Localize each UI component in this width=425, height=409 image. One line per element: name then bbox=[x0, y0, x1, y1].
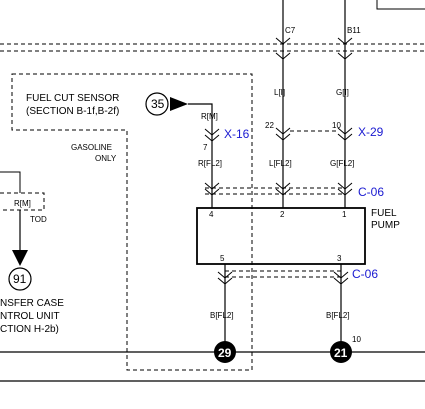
connector-c06-top-chevron-b1 bbox=[275, 182, 291, 190]
transfer-case-line1: NSFER CASE bbox=[0, 298, 64, 309]
tod-wire-top bbox=[0, 171, 21, 193]
connector-c06-bottom-chevron-a2 bbox=[217, 277, 233, 285]
tod-label: TOD bbox=[30, 215, 47, 224]
terminal-c7-label: C7 bbox=[285, 26, 296, 35]
wire-r-m-label: R[M] bbox=[201, 112, 218, 121]
fuel-pump-label-line1: FUEL bbox=[371, 208, 397, 219]
pin-10-label: 10 bbox=[332, 121, 341, 130]
connector-c06-bottom-chevron-b2 bbox=[333, 277, 349, 285]
pin-22-label: 22 bbox=[265, 121, 274, 130]
connector-b11-chevron-1 bbox=[337, 37, 353, 45]
transfer-case-line2: NTROL UNIT bbox=[0, 311, 60, 322]
ground-29-label: 29 bbox=[218, 346, 232, 360]
wire-b-fl2-left-label: B[FL2] bbox=[210, 311, 234, 320]
ref-91-circle bbox=[8, 267, 32, 291]
connector-c06-top-label: C-06 bbox=[358, 185, 384, 199]
fuel-pump-pin-3: 3 bbox=[337, 254, 342, 263]
ground-21-circle bbox=[330, 341, 352, 363]
wire-l-fl2-label: L[FL2] bbox=[269, 159, 292, 168]
wire-r-fl2-label: R[FL2] bbox=[198, 159, 222, 168]
fuel-pump-label-line2: PUMP bbox=[371, 220, 400, 231]
wire-b-fl2-right-label: B[FL2] bbox=[326, 311, 350, 320]
connector-x16-label: X-16 bbox=[224, 127, 250, 141]
fuel-pump-pin-5: 5 bbox=[220, 254, 225, 263]
fuel-cut-sensor-box bbox=[11, 73, 253, 371]
connector-c06-top-chevron-b2 bbox=[275, 188, 291, 196]
connector-x29-l-chevron-2 bbox=[275, 133, 291, 141]
terminal-b11-label: B11 bbox=[347, 26, 361, 35]
tod-wire-label: R[M] bbox=[14, 199, 31, 208]
connector-x29-l-chevron-1 bbox=[275, 127, 291, 135]
top-right-box-edge bbox=[376, 0, 425, 10]
ref-91-label: 91 bbox=[13, 272, 27, 286]
connector-x16-chevron-1 bbox=[204, 128, 220, 136]
ground-21-label: 21 bbox=[334, 346, 348, 360]
connector-c7-chevron-1 bbox=[275, 37, 291, 45]
gasoline-only-line1: GASOLINE bbox=[71, 143, 112, 152]
connector-x29-g-chevron-2 bbox=[337, 133, 353, 141]
fuel-pump-box bbox=[196, 207, 366, 265]
fuel-pump-pin-1: 1 bbox=[342, 210, 347, 219]
fuel-cut-sensor-section: (SECTION B-1f,B-2f) bbox=[26, 106, 119, 117]
fuel-pump-pin-4: 4 bbox=[209, 210, 214, 219]
fuel-pump-pin-2: 2 bbox=[280, 210, 285, 219]
connector-c06-bottom-chevron-a1 bbox=[217, 271, 233, 279]
connector-x29-label: X-29 bbox=[358, 125, 384, 139]
ref-35-arrow bbox=[170, 97, 188, 111]
pin-7-label: 7 bbox=[203, 143, 208, 152]
connector-c06-top-chevron-c2 bbox=[337, 188, 353, 196]
connector-b11-chevron-2 bbox=[337, 52, 353, 60]
connector-x29-g-chevron-1 bbox=[337, 127, 353, 135]
wire-l-i-label: L[I] bbox=[274, 88, 285, 97]
ground-29-circle bbox=[214, 341, 236, 363]
ground-21-pin-label: 10 bbox=[352, 335, 361, 344]
tod-arrow bbox=[12, 250, 28, 266]
fuel-cut-sensor-title: FUEL CUT SENSOR bbox=[26, 93, 119, 104]
ref-35-circle bbox=[145, 92, 169, 116]
tod-dashed-box bbox=[0, 192, 45, 211]
connector-c06-bottom-label: C-06 bbox=[352, 267, 378, 281]
transfer-case-line3: CTION H-2b) bbox=[0, 324, 59, 335]
connector-c06-bottom-chevron-b1 bbox=[333, 271, 349, 279]
ref-35-label: 35 bbox=[151, 97, 165, 111]
wire-r-branch bbox=[188, 103, 213, 208]
connector-c7-chevron-2 bbox=[275, 52, 291, 60]
connector-c06-top-chevron-c1 bbox=[337, 182, 353, 190]
gasoline-only-line2: ONLY bbox=[95, 154, 117, 163]
connector-x16-chevron-2 bbox=[204, 134, 220, 142]
wire-g-fl2-label: G[FL2] bbox=[330, 159, 354, 168]
wire-g-i-label: G[I] bbox=[336, 88, 349, 97]
